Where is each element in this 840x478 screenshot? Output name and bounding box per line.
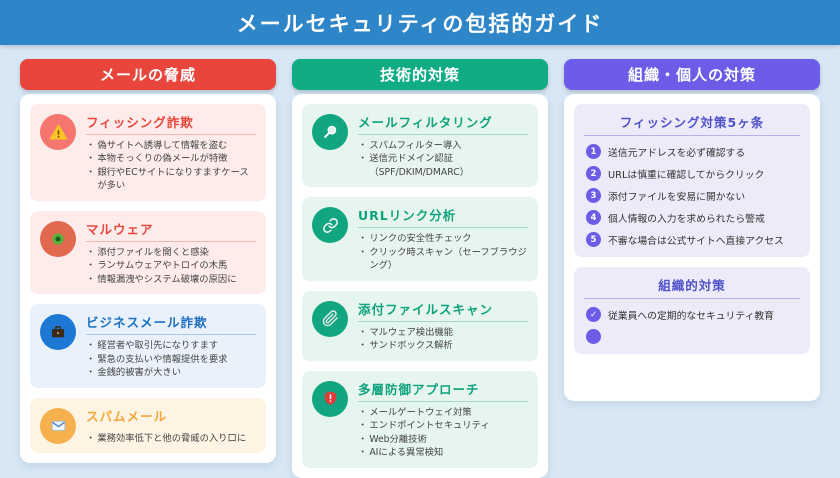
card-phishing-rules: フィッシング対策5ヶ条 1 送信元アドレスを必ず確認する 2 URLは慎重に確認…: [574, 104, 810, 257]
bullet-item: ・Web分離技術: [358, 433, 427, 445]
column-technical: 技術的対策 メールフィルタリング ・スパムフィルター導入 ・送信元ドメイン認証（…: [292, 59, 548, 478]
card-spam: スパムメール ・業務効率低下と他の脅威の入り口に: [30, 397, 266, 454]
bullet-item: ・緊急の支払いや情報提供を要求: [86, 353, 228, 365]
bullet-item: ・ランサムウェアやトロイの木馬: [86, 260, 228, 272]
rule-item: 1 送信元アドレスを必ず確認する: [586, 144, 800, 159]
card-attachment-scan: 添付ファイルスキャン ・マルウェア検出機能 ・サンドボックス解析: [302, 290, 538, 361]
bullet-dot-icon: [586, 329, 601, 344]
rule-item: 4 個人情報の入力を求められたら警戒: [586, 210, 800, 225]
card-title: フィッシング対策5ヶ条: [584, 112, 800, 136]
column-threats-panel: フィッシング詐欺 ・偽サイトへ誘導して情報を盗む ・本物そっくりの偽メールが特徴…: [20, 94, 276, 464]
number-badge: 2: [586, 166, 601, 181]
rule-item: 3 添付ファイルを安易に開かない: [586, 188, 800, 203]
link-icon: [312, 207, 348, 244]
bullet-list: ・リンクの安全性チェック ・クリック時スキャン（セーフブラウジング）: [358, 232, 528, 272]
column-threats-header: メールの脅威: [20, 59, 276, 90]
mail-icon: [40, 407, 76, 444]
column-technical-panel: メールフィルタリング ・スパムフィルター導入 ・送信元ドメイン認証（SPF/DK…: [292, 94, 548, 478]
briefcase-icon: [40, 314, 76, 351]
rule-item: 5 不審な場合は公式サイトへ直接アクセス: [586, 232, 800, 247]
bullet-item: ・銀行やECサイトになりすますケースが多い: [86, 166, 249, 192]
bullet-item: ・マルウェア検出機能: [358, 326, 453, 338]
number-badge: 3: [586, 188, 601, 203]
bullet-item: ・送信元ドメイン認証（SPF/DKIM/DMARC）: [358, 153, 470, 178]
shield-icon: [312, 380, 348, 417]
bullet-list: ・経営者や取引先になりすます ・緊急の支払いや情報提供を要求 ・金銭的被害が大き…: [86, 339, 256, 379]
column-organizational: 組織・個人の対策 フィッシング対策5ヶ条 1 送信元アドレスを必ず確認する 2 …: [564, 59, 820, 401]
card-title: メールフィルタリング: [358, 112, 528, 135]
bullet-item: ・リンクの安全性チェック: [358, 233, 472, 245]
columns-container: メールの脅威 フィッシング詐欺 ・偽サイトへ誘導して情報を盗む ・本物そっくりの…: [0, 45, 840, 478]
card-phishing: フィッシング詐欺 ・偽サイトへ誘導して情報を盗む ・本物そっくりの偽メールが特徴…: [30, 104, 266, 201]
bug-icon: [40, 220, 76, 257]
card-title: ビジネスメール詐欺: [86, 312, 256, 336]
bullet-item: ・スパムフィルター導入: [358, 140, 462, 151]
paperclip-icon: [312, 300, 348, 337]
bullet-item: ・偽サイトへ誘導して情報を盗む: [86, 140, 228, 151]
bullet-item: ・AIによる異常検知: [358, 447, 444, 459]
bullet-item: ・クリック時スキャン（セーフブラウジング）: [358, 246, 527, 272]
card-title: URLリンク分析: [358, 205, 528, 229]
check-icon: ✓: [586, 307, 601, 322]
card-title: 添付ファイルスキャン: [358, 299, 528, 322]
card-bec: ビジネスメール詐欺 ・経営者や取引先になりすます ・緊急の支払いや情報提供を要求…: [30, 304, 266, 388]
bullet-item: ・本物そっくりの偽メールが特徴: [86, 153, 228, 165]
column-organizational-header: 組織・個人の対策: [564, 59, 820, 90]
check-item: ✓ 従業員への定期的なセキュリティ教育: [586, 307, 800, 322]
page-header: メールセキュリティの包括的ガイド: [0, 0, 840, 45]
bullet-item: ・業務効率低下と他の脅威の入り口に: [86, 432, 247, 444]
page-title: メールセキュリティの包括的ガイド: [236, 11, 604, 36]
number-badge: 5: [586, 232, 601, 247]
bullet-list: ・添付ファイルを開くと感染 ・ランサムウェアやトロイの木馬 ・情報漏洩やシステム…: [86, 246, 256, 286]
bullet-list: ・メールゲートウェイ対策 ・エンドポイントセキュリティ ・Web分離技術 ・AI…: [358, 406, 528, 460]
bullet-item: ・添付ファイルを開くと感染: [86, 246, 209, 258]
card-org-measures: 組織的対策 ✓ 従業員への定期的なセキュリティ教育: [574, 267, 810, 354]
warning-icon: [40, 114, 76, 150]
magnifier-icon: [312, 114, 348, 150]
card-title: 多層防御アプローチ: [358, 379, 528, 402]
bullet-item: ・金銭的被害が大きい: [86, 367, 181, 379]
card-title: マルウェア: [86, 219, 256, 242]
column-organizational-panel: フィッシング対策5ヶ条 1 送信元アドレスを必ず確認する 2 URLは慎重に確認…: [564, 94, 820, 401]
number-badge: 4: [586, 210, 601, 225]
column-threats: メールの脅威 フィッシング詐欺 ・偽サイトへ誘導して情報を盗む ・本物そっくりの…: [20, 59, 276, 464]
bullet-list: ・スパムフィルター導入 ・送信元ドメイン認証（SPF/DKIM/DMARC）: [358, 139, 528, 179]
rule-item: 2 URLは慎重に確認してからクリック: [586, 166, 800, 181]
bullet-list: ・偽サイトへ誘導して情報を盗む ・本物そっくりの偽メールが特徴 ・銀行やECサイ…: [86, 139, 256, 193]
bullet-list: ・業務効率低下と他の脅威の入り口に: [86, 432, 256, 445]
card-url-analysis: URLリンク分析 ・リンクの安全性チェック ・クリック時スキャン（セーフブラウジ…: [302, 197, 538, 281]
check-item: [586, 329, 800, 344]
bullet-item: ・情報漏洩やシステム破壊の原因に: [86, 273, 237, 285]
card-malware: マルウェア ・添付ファイルを開くと感染 ・ランサムウェアやトロイの木馬 ・情報漏…: [30, 210, 266, 295]
bullet-item: ・サンドボックス解析: [358, 340, 453, 352]
card-mail-filtering: メールフィルタリング ・スパムフィルター導入 ・送信元ドメイン認証（SPF/DK…: [302, 104, 538, 188]
bullet-list: ・マルウェア検出機能 ・サンドボックス解析: [358, 326, 528, 353]
bullet-item: ・メールゲートウェイ対策: [358, 406, 472, 418]
bullet-item: ・経営者や取引先になりすます: [86, 340, 219, 352]
card-title: フィッシング詐欺: [86, 112, 256, 135]
bullet-item: ・エンドポイントセキュリティ: [358, 420, 490, 432]
card-title: スパムメール: [86, 408, 168, 424]
card-defense-in-depth: 多層防御アプローチ ・メールゲートウェイ対策 ・エンドポイントセキュリティ ・W…: [302, 370, 538, 468]
number-badge: 1: [586, 144, 601, 159]
column-technical-header: 技術的対策: [292, 59, 548, 90]
card-title: 組織的対策: [584, 275, 800, 299]
